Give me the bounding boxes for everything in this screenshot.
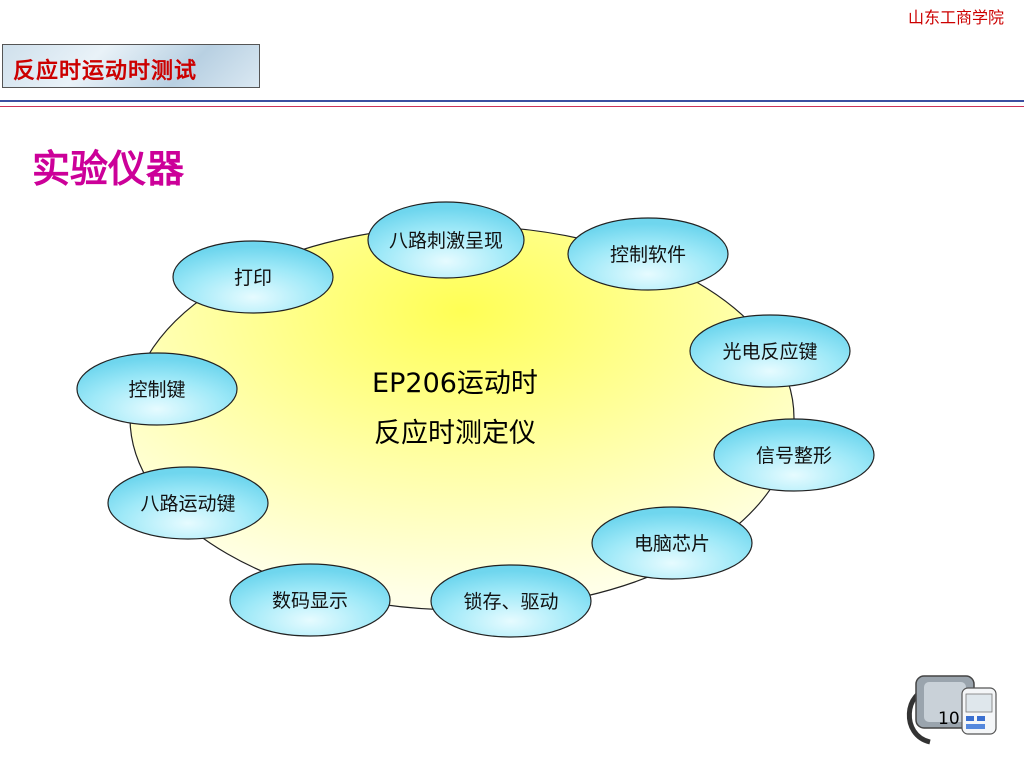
header-rule-red [0, 106, 1024, 107]
node-label: 打印 [234, 267, 272, 289]
title-banner: 反应时运动时测试 [2, 44, 260, 88]
school-name: 山东工商学院 [907, 8, 1004, 27]
node-label: 八路运动键 [140, 493, 235, 515]
node-signal-shaping: 信号整形 [713, 418, 875, 492]
center-label-line1: EP206运动时 [372, 368, 538, 399]
section-heading: 实验仪器 [32, 147, 185, 191]
node-control-key: 控制键 [76, 352, 238, 426]
node-label: 锁存、驱动 [463, 591, 558, 613]
slide-title: 反应时运动时测试 [13, 59, 198, 84]
node-label: 控制软件 [610, 244, 686, 266]
blood-pressure-monitor-icon [906, 675, 997, 745]
node-motion-keys: 八路运动键 [107, 466, 269, 540]
node-photoelectric-key: 光电反应键 [689, 314, 851, 388]
node-label: 电脑芯片 [634, 533, 710, 555]
node-latch-drive: 锁存、驱动 [430, 564, 592, 638]
node-print: 打印 [172, 240, 334, 314]
node-label: 信号整形 [756, 445, 832, 467]
node-label: 数码显示 [272, 590, 348, 612]
node-digital-display: 数码显示 [229, 563, 391, 637]
node-label: 光电反应键 [722, 341, 817, 363]
node-chip: 电脑芯片 [591, 506, 753, 580]
center-label-line2: 反应时测定仪 [374, 418, 536, 449]
node-control-software: 控制软件 [567, 217, 729, 291]
node-label: 八路刺激呈现 [389, 230, 503, 252]
header-rule-blue [0, 100, 1024, 102]
node-stimulus: 八路刺激呈现 [367, 201, 525, 279]
page-number: 10 [938, 709, 960, 729]
node-label: 控制键 [128, 379, 185, 401]
